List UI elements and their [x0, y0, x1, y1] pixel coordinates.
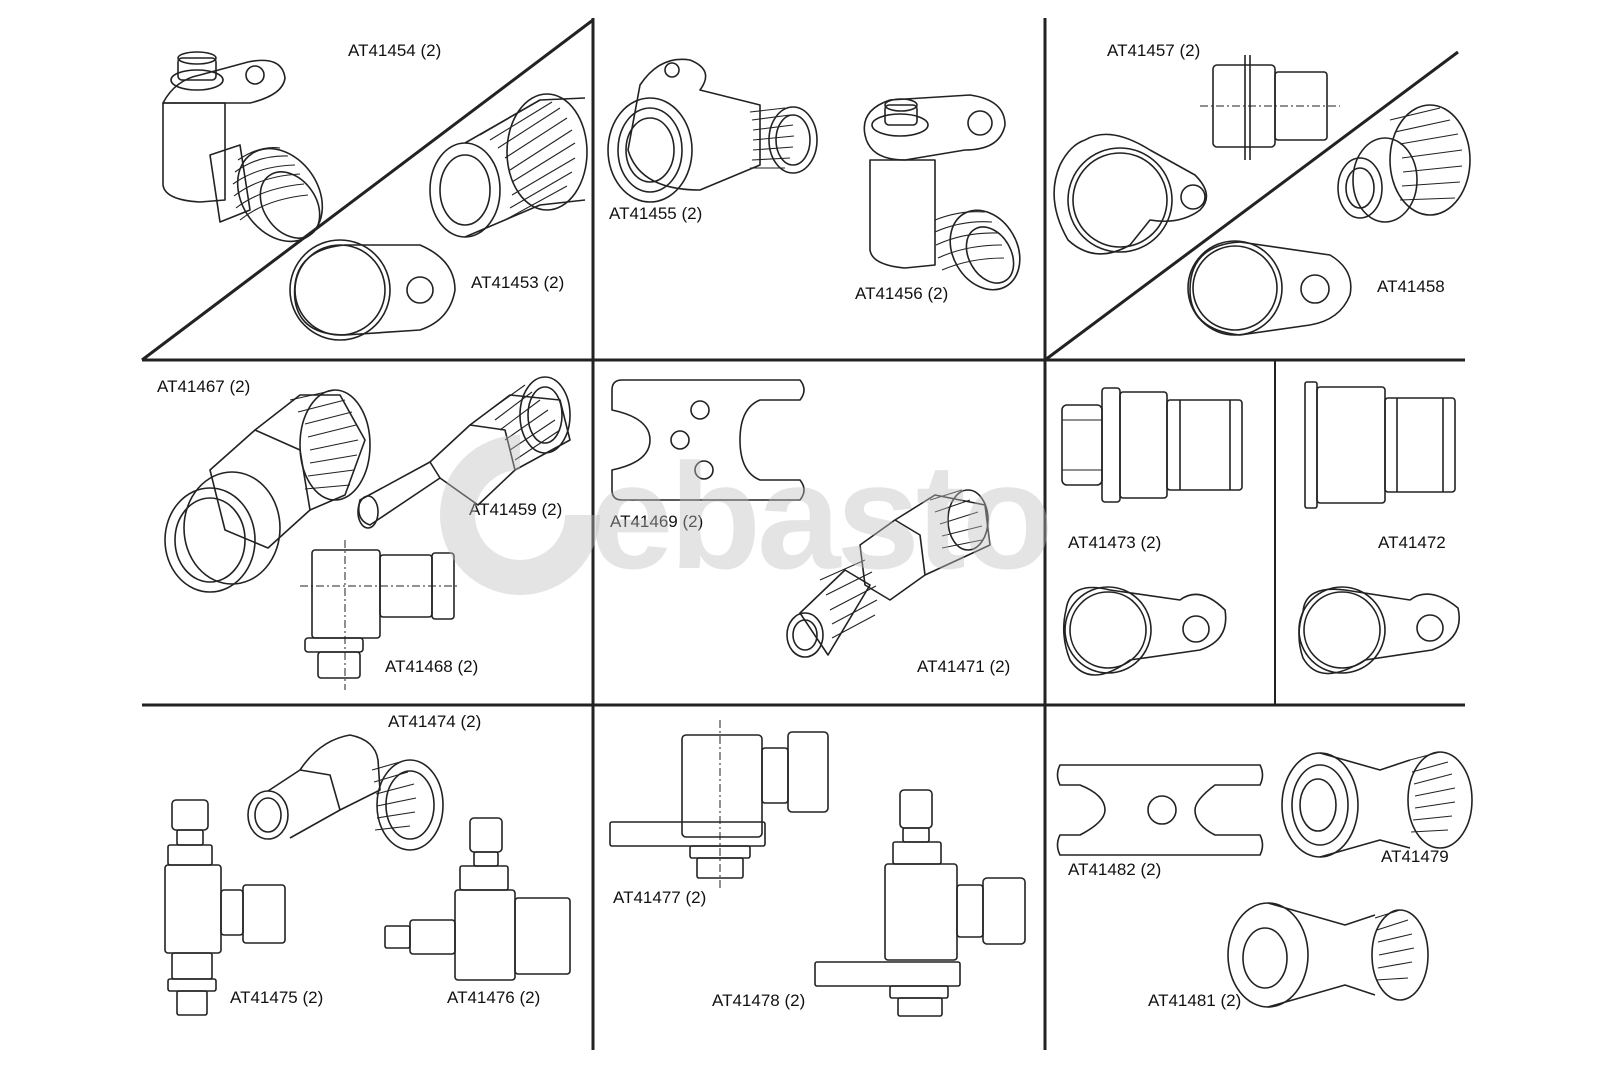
- label-at41482: AT41482 (2): [1068, 860, 1161, 879]
- part-at41474-drawing: [247, 734, 444, 851]
- part-at41471-drawing: [786, 489, 991, 658]
- label-at41457: AT41457 (2): [1107, 41, 1200, 60]
- part-at41477-drawing: [609, 720, 829, 890]
- part-at41455-drawing: [607, 58, 818, 203]
- part-at41456-drawing: [863, 94, 1021, 291]
- label-at41475: AT41475 (2): [230, 988, 323, 1007]
- label-at41479: AT41479: [1381, 847, 1449, 866]
- label-at41471: AT41471 (2): [917, 657, 1010, 676]
- label-at41459: AT41459 (2): [469, 500, 562, 519]
- part-at41459-drawing: [357, 376, 571, 529]
- label-at41472: AT41472: [1378, 533, 1446, 552]
- part-at41457-drawing: [1053, 55, 1340, 255]
- label-at41458: AT41458: [1377, 277, 1445, 296]
- part-at41469-drawing: [611, 379, 805, 501]
- label-at41481: AT41481 (2): [1148, 991, 1241, 1010]
- label-at41477: AT41477 (2): [613, 888, 706, 907]
- grid-lines: [141, 18, 1465, 1050]
- label-at41478: AT41478 (2): [712, 991, 805, 1010]
- label-at41476: AT41476 (2): [447, 988, 540, 1007]
- part-at41479-drawing: [1281, 751, 1473, 858]
- label-at41473: AT41473 (2): [1068, 533, 1161, 552]
- part-at41458-drawing: [1187, 104, 1471, 336]
- watermark-symbol-icon: [440, 435, 600, 595]
- part-at41475-drawing: [164, 799, 286, 1016]
- part-at41478-drawing: [814, 789, 1026, 1017]
- part-at41476-drawing: [384, 817, 571, 981]
- part-at41468-drawing: [300, 540, 460, 690]
- part-at41481-drawing: [1227, 902, 1429, 1008]
- part-at41467-drawing: [164, 389, 371, 593]
- label-at41456: AT41456 (2): [855, 284, 948, 303]
- label-at41467: AT41467 (2): [157, 377, 250, 396]
- part-at41473-drawing: [1061, 387, 1243, 676]
- part-at41482-drawing: [1056, 764, 1264, 856]
- label-at41474: AT41474 (2): [388, 712, 481, 731]
- part-at41453-drawing: [289, 93, 588, 341]
- part-at41472-drawing: [1298, 381, 1460, 675]
- label-at41455: AT41455 (2): [609, 204, 702, 223]
- label-at41469: AT41469 (2): [610, 512, 703, 531]
- label-at41454: AT41454 (2): [348, 41, 441, 60]
- part-at41454-drawing: [162, 51, 324, 243]
- label-at41468: AT41468 (2): [385, 657, 478, 676]
- label-at41453: AT41453 (2): [471, 273, 564, 292]
